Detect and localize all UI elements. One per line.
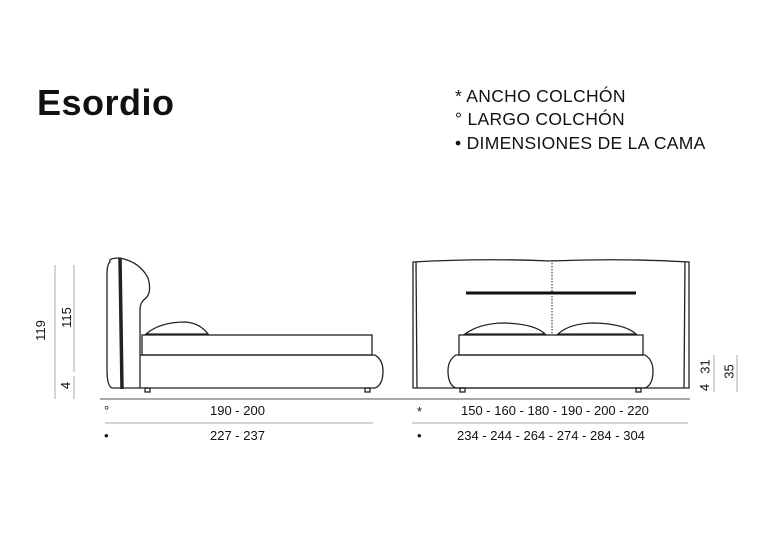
- product-title: Esordio: [37, 82, 175, 123]
- dim-side-headboard-height: 115: [58, 307, 74, 328]
- legend-bed-dimensions: • DIMENSIONES DE LA CAMA: [455, 133, 706, 153]
- dim-side-total-height: 119: [32, 320, 48, 341]
- front-row2-symbol: •: [417, 428, 422, 443]
- front-row1-value: 150 - 160 - 180 - 190 - 200 - 220: [461, 403, 649, 418]
- side-row1-value: 190 - 200: [210, 403, 265, 418]
- dim-side-feet-height: 4: [58, 381, 74, 390]
- legend-mattress-width: * ANCHO COLCHÓN: [455, 86, 626, 106]
- legend-mattress-length: ° LARGO COLCHÓN: [455, 109, 625, 129]
- side-view-drawing: [54, 257, 400, 424]
- dim-front-base-height: 31: [697, 359, 713, 374]
- dim-front-total-height: 35: [721, 364, 737, 379]
- side-row1-symbol: °: [104, 403, 110, 418]
- front-row2-value: 234 - 244 - 264 - 274 - 284 - 304: [457, 428, 645, 443]
- front-row1-symbol: *: [417, 404, 423, 419]
- side-row2-value: 227 - 237: [210, 428, 265, 443]
- front-view-drawing: [400, 259, 738, 424]
- dim-front-feet-height: 4: [697, 383, 713, 392]
- side-row2-symbol: •: [104, 428, 109, 443]
